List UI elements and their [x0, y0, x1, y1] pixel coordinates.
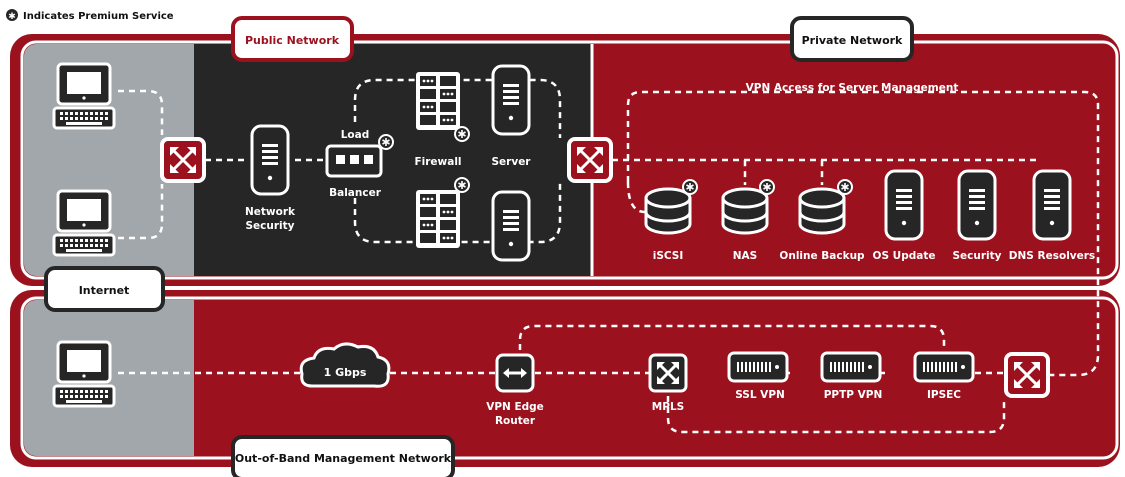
- online-backup-storage-icon: [798, 187, 846, 235]
- load-balancer-label-line1: Load: [341, 129, 370, 141]
- tab-private-network: Private Network: [790, 16, 914, 62]
- connection-lines: [118, 78, 1100, 434]
- internet-computer-1-icon: [52, 62, 116, 130]
- ipsec-appliance-icon: [913, 351, 975, 383]
- cloud-icon: [299, 342, 391, 388]
- server-label: Server: [491, 156, 531, 168]
- firewall-top-icon: [416, 72, 460, 130]
- vpn-access-label: VPN Access for Server Management: [746, 82, 959, 94]
- public-switch-icon: [160, 137, 206, 183]
- oob-switch-icon: [1004, 352, 1050, 398]
- firewall-top-premium-icon: [454, 126, 470, 142]
- server-bottom-icon: [491, 190, 531, 262]
- tab-public-network: Public Network: [231, 16, 354, 62]
- premium-legend: ✱ Indicates Premium Service: [6, 9, 174, 22]
- dns-resolvers-server-icon: [1032, 169, 1072, 241]
- internet-computer-2-icon: [52, 189, 116, 257]
- ssl-vpn-label: SSL VPN: [735, 389, 785, 401]
- bottom-section-background: [10, 290, 1120, 467]
- nas-premium-icon: [759, 179, 775, 195]
- tab-public-network-label: Public Network: [245, 34, 340, 47]
- load-balancer-icon: [325, 144, 383, 178]
- os-update-server-icon: [884, 169, 924, 241]
- vpn-edge-router-label-line1: VPN Edge: [486, 401, 544, 413]
- online-backup-premium-icon: [837, 179, 853, 195]
- bottom-section-outline: [20, 296, 1119, 460]
- server-top-icon: [491, 64, 531, 136]
- load-balancer-label-line2: Balancer: [329, 187, 382, 199]
- mpls-label: MPLS: [652, 401, 684, 413]
- firewall-label: Firewall: [414, 156, 461, 168]
- os-update-label: OS Update: [873, 250, 936, 262]
- ipsec-label: IPSEC: [927, 389, 961, 401]
- premium-star-glyph: ✱: [8, 12, 16, 22]
- iscsi-premium-icon: [682, 179, 698, 195]
- oob-computer-icon: [52, 340, 116, 408]
- premium-star-icon: [6, 9, 18, 21]
- network-security-label-line2: Security: [245, 220, 294, 232]
- mpls-switch-icon: [648, 353, 688, 393]
- iscsi-storage-icon: [644, 187, 692, 235]
- load-balancer-premium-icon: [378, 134, 394, 150]
- vpn-edge-router-label-line2: Router: [495, 415, 536, 427]
- firewall-bottom-icon: [416, 190, 460, 248]
- network-security-server-icon: [250, 124, 290, 196]
- pptp-vpn-label: PPTP VPN: [824, 389, 883, 401]
- tab-internet-label: Internet: [79, 284, 130, 297]
- top-section-outline: [20, 40, 1119, 280]
- ssl-vpn-appliance-icon: [727, 351, 789, 383]
- online-backup-label: Online Backup: [779, 250, 865, 262]
- security-label: Security: [952, 250, 1001, 262]
- iscsi-label: iSCSI: [653, 250, 684, 262]
- private-switch-icon: [567, 137, 613, 183]
- tab-private-network-label: Private Network: [802, 34, 903, 47]
- nas-storage-icon: [721, 187, 769, 235]
- cloud-bandwidth-label: 1 Gbps: [324, 366, 367, 379]
- firewall-bottom-premium-icon: [454, 177, 470, 193]
- vpn-edge-router-icon: [495, 353, 535, 393]
- dns-resolvers-label: DNS Resolvers: [1009, 250, 1095, 262]
- tab-internet: Internet: [44, 266, 165, 312]
- premium-legend-text: Indicates Premium Service: [23, 11, 174, 22]
- pptp-vpn-appliance-icon: [820, 351, 882, 383]
- tab-out-of-band-network: Out-of-Band Management Network: [231, 435, 455, 477]
- network-security-label-line1: Network: [245, 206, 296, 218]
- security-server-icon: [957, 169, 997, 241]
- nas-label: NAS: [733, 250, 757, 262]
- tab-oob-label: Out-of-Band Management Network: [235, 452, 452, 465]
